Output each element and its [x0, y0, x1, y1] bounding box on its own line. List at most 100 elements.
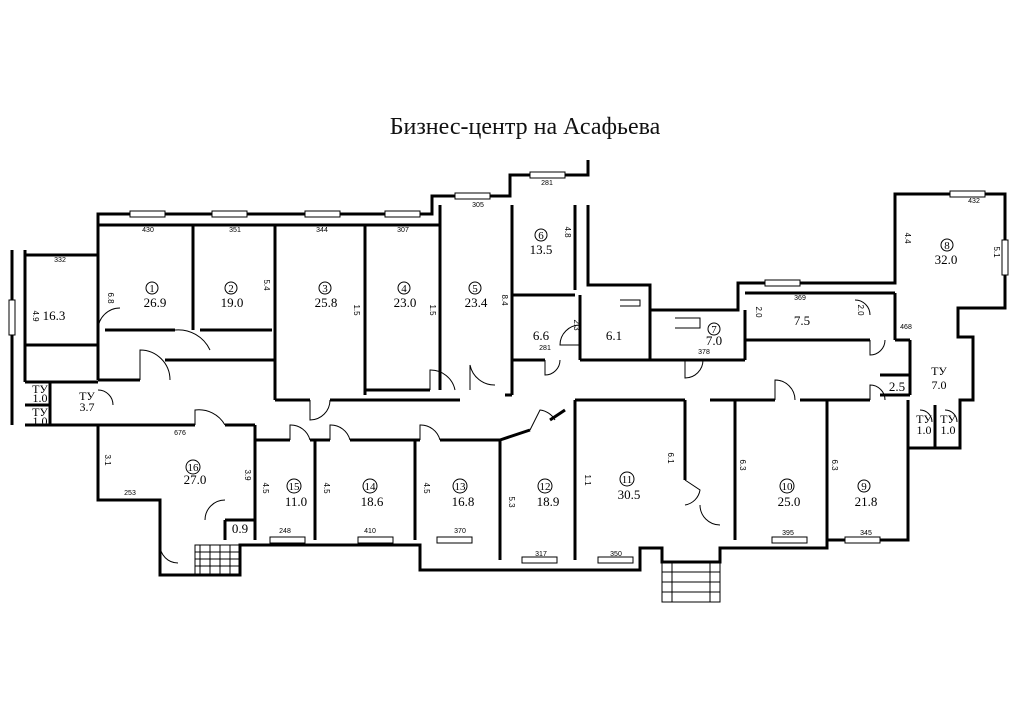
utility-label: ТУ — [32, 405, 48, 419]
room-15: 15 11.0 — [285, 478, 307, 509]
room-area: 23.4 — [465, 295, 488, 310]
dimension-label: 345 — [860, 530, 872, 537]
room-11: 11 30.5 — [618, 471, 641, 502]
utility-area: 1.0 — [941, 423, 956, 437]
room-number: 13 — [455, 481, 467, 493]
room-number: 5 — [472, 283, 478, 295]
dimension-label: 370 — [454, 528, 466, 535]
room-number-badge — [145, 281, 159, 295]
dimension-label: 350 — [610, 551, 622, 558]
room-number: 1 — [149, 283, 155, 295]
dimension-label: 369 — [794, 295, 806, 302]
room-area: 11.0 — [285, 494, 307, 509]
room-number: 16 — [188, 462, 200, 474]
room-16: 16 27.0 — [184, 459, 207, 487]
dimension-label: 317 — [535, 551, 547, 558]
room-area: 32.0 — [935, 252, 958, 267]
side-dimension-label: 4.9 — [31, 310, 40, 322]
side-dimension-label: 1.1 — [583, 474, 592, 486]
room-12: 12 18.9 — [537, 478, 560, 509]
room-labels: 1 26.9 2 19.0 3 25.8 4 23.0 5 23.4 6 13.… — [144, 228, 958, 509]
room-area: 16.8 — [452, 494, 475, 509]
side-dimension-label: 1.5 — [352, 304, 361, 316]
side-dimension-label: 1.5 — [428, 304, 437, 316]
utility-area: 1.0 — [917, 423, 932, 437]
room-area: 25.0 — [778, 494, 801, 509]
utility-label: ТУ — [916, 412, 932, 426]
room-4: 4 23.0 — [394, 281, 417, 310]
room-number: 10 — [782, 481, 794, 493]
side-dimension-label: 5.1 — [992, 246, 1001, 258]
dimension-label: 468 — [900, 324, 912, 331]
side-dimension-label: 4.4 — [903, 232, 912, 244]
room-number-badge — [452, 478, 468, 494]
side-dimension-label: 2.0 — [754, 306, 763, 318]
room-5: 5 23.4 — [465, 281, 488, 310]
room-number: 4 — [401, 283, 407, 295]
dimension-label: 281 — [541, 180, 553, 187]
room-number-badge — [537, 478, 553, 494]
side-dimension-label: 4.5 — [422, 482, 431, 494]
room-number-badge — [362, 478, 378, 494]
room-3: 3 25.8 — [315, 281, 337, 310]
windows — [8, 171, 1009, 564]
outer-walls — [10, 160, 1007, 577]
dimension-label: 253 — [124, 490, 136, 497]
dimension-label: 351 — [229, 227, 241, 234]
stairs — [194, 299, 721, 603]
utility-area: 3.7 — [80, 400, 95, 414]
room-number-badge — [779, 478, 795, 494]
room-area: 21.8 — [855, 494, 878, 509]
doors — [97, 299, 958, 564]
room-number: 7 — [711, 324, 717, 336]
utility-label: ТУ — [79, 389, 95, 403]
side-dimension-label: 6.3 — [738, 459, 747, 471]
room-area: 23.0 — [394, 295, 417, 310]
room-number: 14 — [365, 481, 377, 493]
unnumbered-areas: 16.3 6.6 6.1 7.5 2.5 0.9 — [43, 308, 906, 536]
utility-area: 1.0 — [33, 391, 48, 405]
side-dimension-label: 4.5 — [322, 482, 331, 494]
dimension-label: 395 — [782, 530, 794, 537]
area-label: 16.3 — [43, 308, 66, 323]
room-number-badge — [397, 281, 411, 295]
plan-title: Бизнес-центр на Асафьева — [389, 114, 661, 140]
dimension-label: 281 — [539, 345, 551, 352]
side-dimension-label: 8.4 — [500, 294, 509, 306]
room-number: 8 — [944, 240, 950, 252]
room-8: 8 32.0 — [935, 238, 958, 267]
dimension-label: 307 — [397, 227, 409, 234]
room-6: 6 13.5 — [530, 228, 553, 257]
utility-area: 7.0 — [932, 378, 947, 392]
side-dimension-labels: 4.9 6.8 5.4 1.5 1.5 8.4 4.8 2.3 5.1 4.4 … — [31, 226, 1001, 508]
dimension-label: 410 — [364, 528, 376, 535]
room-number-badge — [185, 459, 201, 475]
side-dimension-label: 6.1 — [666, 452, 675, 464]
room-7: 7 7.0 — [706, 322, 722, 348]
side-dimension-label: 2.0 — [856, 304, 865, 316]
area-label: 7.5 — [794, 313, 810, 328]
area-label: 2.5 — [889, 379, 905, 394]
room-area: 30.5 — [618, 487, 641, 502]
room-number: 9 — [861, 481, 867, 493]
room-13: 13 16.8 — [452, 478, 475, 509]
room-number-badge — [940, 238, 954, 252]
dimension-label: 332 — [54, 257, 66, 264]
dimension-label: 305 — [472, 202, 484, 209]
room-area: 27.0 — [184, 472, 207, 487]
room-9: 9 21.8 — [855, 479, 878, 509]
dimension-label: 344 — [316, 227, 328, 234]
room-area: 18.6 — [361, 494, 384, 509]
room-area: 18.9 — [537, 494, 560, 509]
area-label: 0.9 — [232, 521, 248, 536]
dimension-labels: 332 430 351 344 307 305 281 432 369 468 … — [54, 180, 980, 558]
room-number: 2 — [228, 283, 234, 295]
room-number: 3 — [322, 283, 328, 295]
side-dimension-label: 5.4 — [262, 279, 271, 291]
dimension-label: 432 — [968, 198, 980, 205]
room-area: 13.5 — [530, 242, 553, 257]
room-area: 26.9 — [144, 295, 167, 310]
room-number: 12 — [540, 481, 551, 493]
side-dimension-label: 4.8 — [563, 226, 572, 238]
